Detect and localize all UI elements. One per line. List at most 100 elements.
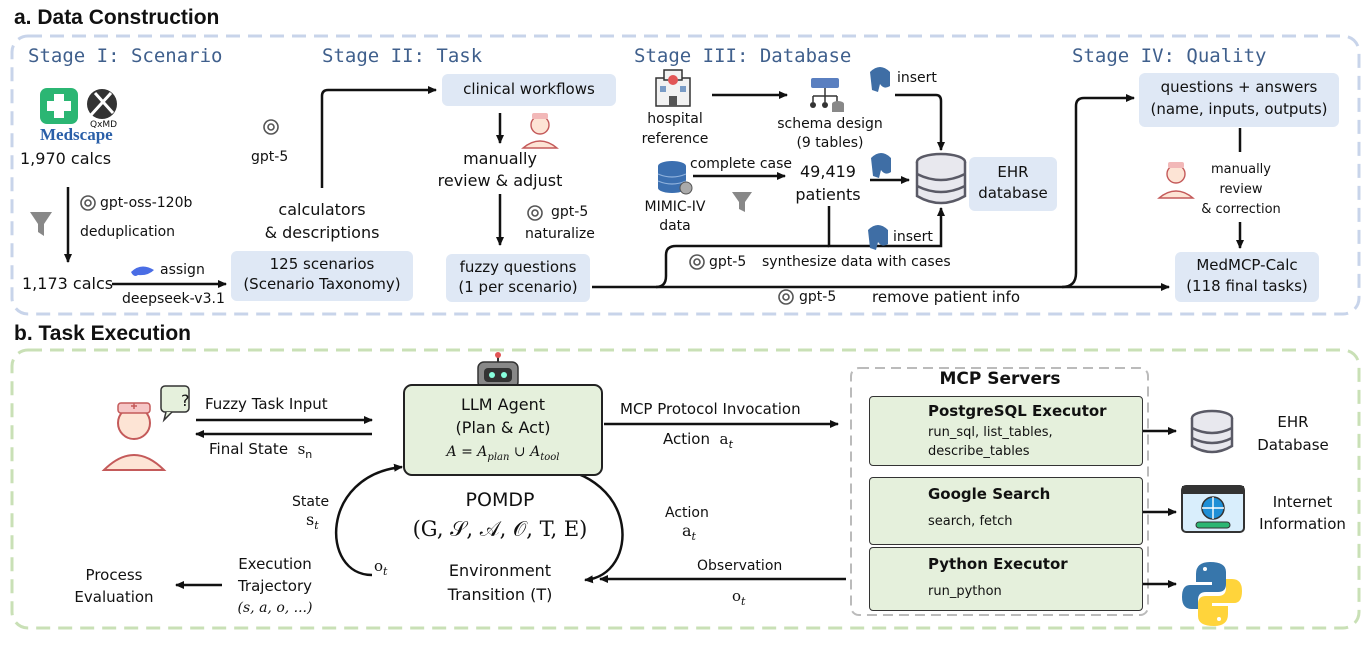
openai-icon — [80, 119, 794, 305]
observation-symbol: ot — [732, 587, 746, 608]
internet-line1: Internet — [1272, 493, 1333, 511]
hospital-line2: reference — [641, 131, 709, 147]
action-right-symbol: at — [682, 521, 696, 544]
mcp-invocation-label: MCP Protocol Invocation — [620, 400, 801, 418]
qa-line2: (name, inputs, outputs) — [1150, 100, 1328, 118]
dedup-model: gpt-oss-120b — [100, 195, 193, 211]
fuzzy-input-label: Fuzzy Task Input — [205, 395, 328, 413]
server-python: Python Executor run_python — [869, 547, 1143, 611]
review-line1: manually — [463, 149, 537, 168]
final-tasks-name: MedMCP-Calc — [1196, 256, 1298, 274]
section-a-frame — [10, 34, 1361, 316]
server-python-name: Python Executor — [928, 555, 1068, 573]
medscape-wordmark: Medscape — [40, 125, 113, 144]
final-state-label: Final State sn — [209, 440, 313, 461]
postgres-icon — [868, 67, 891, 250]
deepseek-icon — [131, 266, 154, 276]
naturalize-label: naturalize — [525, 226, 595, 242]
section-b-title: b. Task Execution — [14, 322, 191, 345]
calc-desc-line1: calculators — [278, 200, 366, 219]
python-icon — [1182, 562, 1242, 626]
ehr-line1: EHR — [997, 163, 1029, 181]
ehr-db-line2: Database — [1257, 436, 1329, 454]
patients-count: 49,419 — [800, 162, 856, 181]
schema-line1: schema design — [777, 116, 883, 132]
schema-icon — [810, 78, 844, 112]
qa-line1: questions + answers — [1160, 78, 1318, 96]
schema-line2: (9 tables) — [796, 135, 864, 151]
calcs-initial: 1,970 calcs — [20, 149, 112, 168]
final-tasks-box: MedMCP-Calc (118 final tasks) — [1175, 252, 1319, 302]
mcp-servers-frame — [850, 367, 1149, 616]
action-top-label: Action at — [663, 430, 733, 451]
trajectory-line1: Execution — [238, 555, 312, 573]
doctor-icon — [521, 113, 559, 149]
state-symbol: st — [306, 510, 319, 533]
section-b-frame — [10, 348, 1361, 630]
filter-icon — [30, 212, 52, 236]
review4-line1: manually — [1211, 162, 1271, 177]
fuzzy-questions-sub: (1 per scenario) — [458, 278, 578, 296]
user-doctor-icon — [101, 385, 190, 471]
process-eval-line1: Process — [85, 566, 143, 584]
remove-label: remove patient info — [872, 288, 1021, 306]
qxmd-logo-icon — [87, 89, 117, 119]
server-python-tools: run_python — [928, 584, 1002, 599]
remove-model: gpt-5 — [799, 289, 837, 305]
mcp-servers-title: MCP Servers — [880, 369, 1120, 390]
mimic-line1: MIMIC-IV — [644, 199, 706, 215]
gpt-label-stage2: gpt-5 — [251, 149, 289, 165]
scenarios-count: 125 scenarios — [269, 255, 375, 273]
server-postgres: PostgreSQL Executor run_sql, list_tables… — [869, 396, 1143, 466]
server-postgres-tools-1: run_sql, list_tables, — [928, 425, 1053, 440]
filter-icon-stage3 — [732, 192, 752, 212]
env-line1: Environment — [448, 561, 552, 580]
scenarios-taxonomy: (Scenario Taxonomy) — [243, 275, 401, 293]
server-google-name: Google Search — [928, 485, 1051, 503]
review-line2: review & adjust — [437, 171, 563, 190]
calc-desc-line2: & descriptions — [264, 223, 380, 242]
robot-icon — [477, 352, 519, 389]
insert-top-label: insert — [897, 70, 937, 86]
review4-line3: & correction — [1201, 202, 1281, 217]
patients-label: patients — [795, 185, 861, 204]
arrow-synth-branch — [655, 244, 829, 289]
trajectory-line2: Trajectory — [237, 577, 313, 595]
fuzzy-questions-label: fuzzy questions — [459, 258, 577, 276]
state-label: State — [292, 494, 330, 510]
calcs-dedup: 1,173 calcs — [22, 274, 114, 293]
hospital-icon — [655, 69, 691, 107]
server-google: Google Search search, fetch — [869, 477, 1143, 545]
arrow-state-loop — [334, 463, 403, 577]
complete-case-label: complete case — [690, 156, 793, 172]
insert-bottom-label: insert — [893, 229, 933, 245]
agent-line1: LLM Agent — [460, 395, 546, 414]
server-google-tools: search, fetch — [928, 514, 1013, 529]
final-tasks-count: (118 final tasks) — [1186, 277, 1308, 295]
hospital-line1: hospital — [647, 111, 703, 127]
stage-4-header: Stage IV: Quality — [1072, 45, 1267, 67]
action-right-label: Action — [665, 505, 709, 521]
observation-label: Observation — [697, 558, 783, 574]
stage-2-header: Stage II: Task — [322, 45, 483, 67]
mimic-database-icon — [657, 161, 693, 195]
workflows-box: clinical workflows — [442, 74, 616, 106]
synth-model: gpt-5 — [709, 254, 747, 270]
dedup-label: deduplication — [80, 224, 176, 240]
question-mark-icon: ? — [181, 391, 190, 410]
pomdp-tuple: (G, 𝒮, 𝒜, 𝒪, T, E) — [412, 517, 588, 541]
ehr-db-line1: EHR — [1277, 413, 1309, 431]
internet-line2: Information — [1259, 515, 1346, 533]
observation-symbol-left: ot — [374, 557, 388, 578]
assign-model: deepseek-v3.1 — [122, 291, 225, 307]
server-postgres-tools-2: describe_tables — [928, 444, 1030, 459]
server-postgres-name: PostgreSQL Executor — [928, 402, 1107, 420]
process-eval-line2: Evaluation — [74, 588, 154, 606]
naturalize-model: gpt-5 — [551, 204, 589, 220]
ehr-database-box: EHR database — [969, 157, 1057, 211]
assign-label: assign — [160, 262, 205, 278]
pomdp-title: POMDP — [465, 489, 535, 511]
synth-label: synthesize data with cases — [762, 254, 951, 270]
medscape-logo-icon — [40, 88, 78, 124]
trajectory-tuple: (s, a, o, ...) — [237, 600, 313, 616]
